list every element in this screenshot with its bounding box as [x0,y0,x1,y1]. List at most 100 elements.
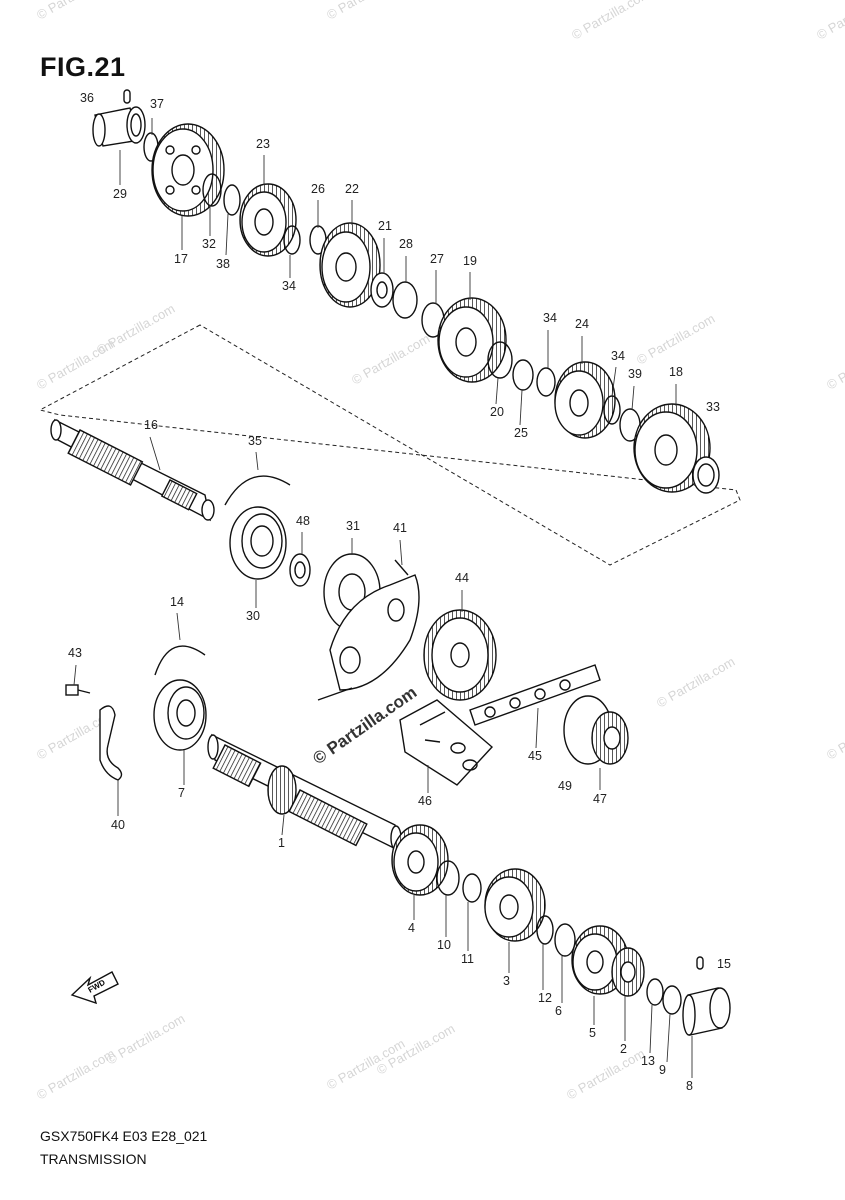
leader-line-38 [225,213,229,256]
part-label-39[interactable]: 39 [628,367,642,381]
screw [317,687,353,701]
part-40-stopper [99,705,123,781]
part-label-18[interactable]: 18 [669,365,683,379]
part-label-24[interactable]: 24 [575,317,589,331]
part-9-washer [662,985,682,1015]
part-label-47[interactable]: 47 [593,792,607,806]
part-label-38[interactable]: 38 [216,257,230,271]
watermark-text: © Partzilla.com [654,654,737,711]
part-label-45[interactable]: 45 [528,749,542,763]
part-label-33[interactable]: 33 [706,400,720,414]
fwd-arrow-icon [70,971,119,1005]
part-label-5[interactable]: 5 [589,1026,596,1040]
part-43-bolt [65,684,91,696]
part-label-31[interactable]: 31 [346,519,360,533]
watermark-text: © Partzilla.com [824,706,845,763]
part-21-bearing [370,272,394,308]
watermark-text: © Partzilla.com [34,336,117,393]
part-41-plate [329,574,420,691]
part-label-17[interactable]: 17 [174,252,188,266]
part-label-25[interactable]: 25 [514,426,528,440]
watermark-text: © Partzilla.com [814,0,845,43]
part-label-34a[interactable]: 34 [282,279,296,293]
part-label-37[interactable]: 37 [150,97,164,111]
part-label-15[interactable]: 15 [717,957,731,971]
part-45-chain [469,664,601,726]
part-label-21[interactable]: 21 [378,219,392,233]
part-label-12[interactable]: 12 [538,991,552,1005]
part-25-circlip [512,359,534,391]
part-label-6[interactable]: 6 [555,1004,562,1018]
part-label-26[interactable]: 26 [311,182,325,196]
watermark-text: © Partzilla.com [34,1046,117,1103]
leader-line-16 [149,436,161,471]
leader-line-14 [176,612,181,641]
part-label-30[interactable]: 30 [246,609,260,623]
part-29-bushing [92,106,146,147]
part-label-35[interactable]: 35 [248,434,262,448]
part-label-48[interactable]: 48 [296,514,310,528]
part-label-29[interactable]: 29 [113,187,127,201]
part-label-41[interactable]: 41 [393,521,407,535]
part-label-4[interactable]: 4 [408,921,415,935]
part-label-13[interactable]: 13 [641,1054,655,1068]
part-label-32[interactable]: 32 [202,237,216,251]
leader-line-25 [519,389,523,426]
part-label-19[interactable]: 19 [463,254,477,268]
part-label-27[interactable]: 27 [430,252,444,266]
part-label-20[interactable]: 20 [490,405,504,419]
part-17-gear [151,123,225,217]
part-19-gear [437,297,507,383]
part-35-clip [224,475,291,506]
part-33-bushing [692,456,720,494]
part-label-23[interactable]: 23 [256,137,270,151]
part-label-43[interactable]: 43 [68,646,82,660]
part-15-pin [696,956,704,970]
watermark-text: © Partzilla.com [564,1046,647,1103]
part-label-46[interactable]: 46 [418,794,432,808]
part-label-1[interactable]: 1 [278,836,285,850]
part-label-14[interactable]: 14 [170,595,184,609]
part-label-34c[interactable]: 34 [611,349,625,363]
figure-code: GSX750FK4 E03 E28_021 [40,1128,208,1144]
part-label-7[interactable]: 7 [178,786,185,800]
part-label-28[interactable]: 28 [399,237,413,251]
part-30-bearing [229,506,287,580]
leader-line-45 [535,707,539,749]
part-label-9[interactable]: 9 [659,1063,666,1077]
part-label-49[interactable]: 49 [558,779,572,793]
part-label-11[interactable]: 11 [461,952,474,966]
watermark-text: © Partzilla.com [634,311,717,368]
leader-line-20 [495,377,499,405]
part-8-bushing [682,987,731,1036]
part-46-kit-box [399,699,494,786]
part-label-36[interactable]: 36 [80,91,94,105]
figure-name: TRANSMISSION [40,1151,147,1167]
part-label-44[interactable]: 44 [455,571,469,585]
part-7-bearing [153,679,207,751]
part-44-sprocket [423,609,497,701]
part-34-circlip-b [536,367,556,397]
part-12-circlip [536,915,554,945]
leader-line-13 [649,1004,653,1054]
part-38-washer [223,184,241,216]
part-10-washer [436,860,460,896]
part-label-22[interactable]: 22 [345,182,359,196]
countershaft-group-frame [38,324,741,566]
watermark-text: © Partzilla.com [349,331,432,388]
part-label-10[interactable]: 10 [437,938,451,952]
leader-line-39 [631,385,635,411]
part-18-gear [633,403,711,493]
part-11-circlip [462,873,482,903]
part-13-circlip [646,978,664,1006]
part-label-40[interactable]: 40 [111,818,125,832]
leader-line-43 [73,664,77,686]
part-label-8[interactable]: 8 [686,1079,693,1093]
part-label-2[interactable]: 2 [620,1042,627,1056]
part-label-3[interactable]: 3 [503,974,510,988]
part-3-gear [484,868,546,942]
part-label-34b[interactable]: 34 [543,311,557,325]
part-label-16[interactable]: 16 [144,418,158,432]
part-6-washer [554,923,576,957]
